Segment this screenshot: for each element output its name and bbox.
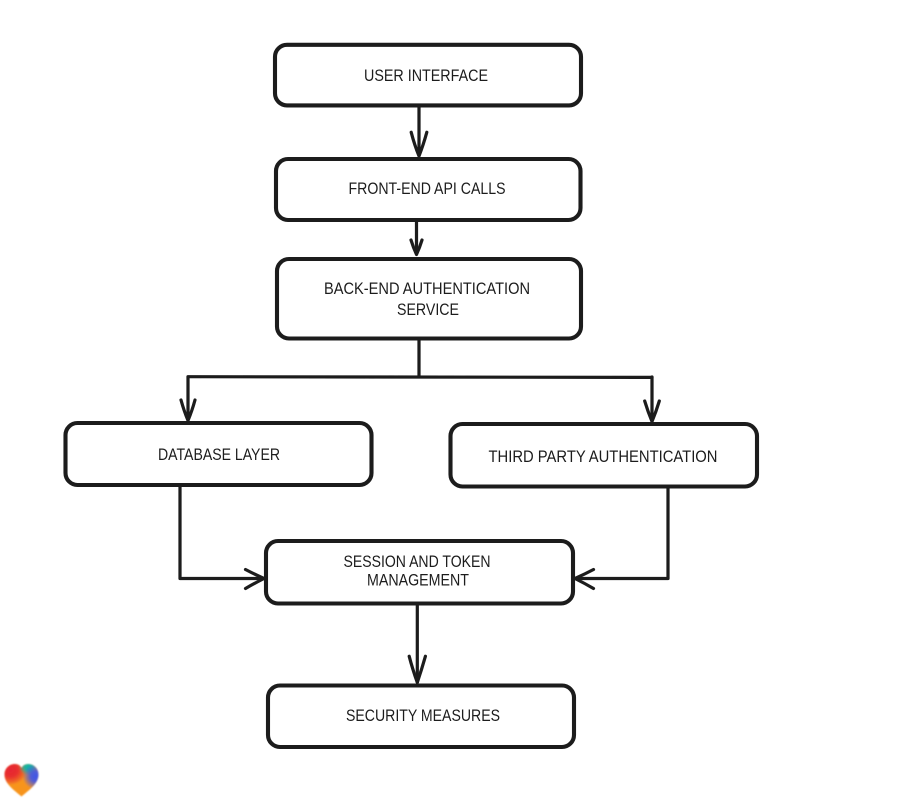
svg-text:THIRD PARTY AUTHENTICATION: THIRD PARTY AUTHENTICATION xyxy=(489,447,718,466)
svg-text:DATABASE LAYER: DATABASE LAYER xyxy=(158,445,280,464)
svg-text:USER INTERFACE: USER INTERFACE xyxy=(364,66,488,85)
svg-text:SERVICE: SERVICE xyxy=(397,300,459,319)
svg-text:MANAGEMENT: MANAGEMENT xyxy=(367,571,469,590)
svg-text:BACK-END AUTHENTICATION: BACK-END AUTHENTICATION xyxy=(324,279,530,298)
svg-text:SECURITY MEASURES: SECURITY MEASURES xyxy=(346,706,500,725)
svg-text:FRONT-END API CALLS: FRONT-END API CALLS xyxy=(349,179,506,198)
svg-text:SESSION AND TOKEN: SESSION AND TOKEN xyxy=(344,552,491,571)
